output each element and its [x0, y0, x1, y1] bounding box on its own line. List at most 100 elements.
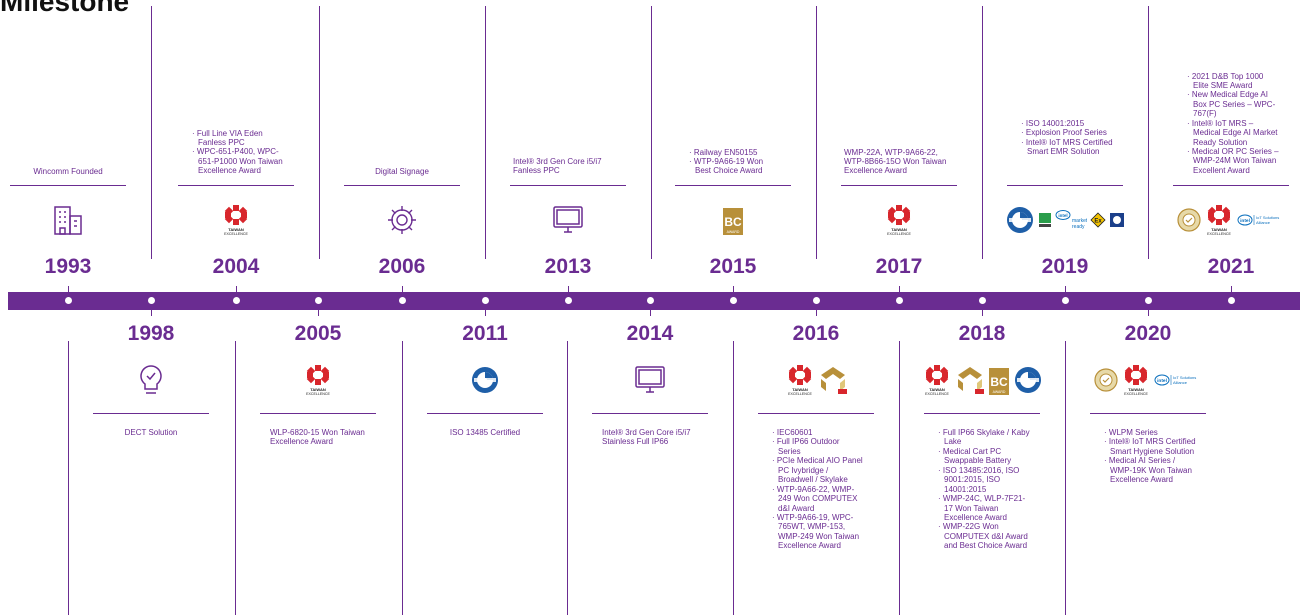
milestone-year: 2017 [875, 255, 923, 278]
milestone-list: Railway EN50155WTP-9A66-19 Won Best Choi… [689, 148, 781, 176]
timeline-connector [68, 341, 69, 615]
milestone-icons: TAIWAN EXCELLENCE [258, 360, 378, 400]
svg-text:EXCELLENCE: EXCELLENCE [306, 392, 330, 396]
milestone-year: 2020 [1124, 322, 1172, 345]
milestone-list-item: Medical OR PC Series – WMP-24M Won Taiwa… [1187, 147, 1279, 175]
milestone-divider [592, 413, 708, 414]
milestone-list-item: Full IP66 Skylake / Kaby Lake [938, 428, 1030, 447]
milestone-divider [344, 185, 460, 186]
timeline-connector [899, 341, 900, 615]
milestone-description: WLP-6820-15 Won Taiwan Excellence Award [270, 428, 366, 447]
milestone-text: DECT Solution [124, 428, 178, 437]
timeline-tick [402, 286, 403, 292]
timeline-tick [485, 310, 486, 316]
best-choice-award-icon: BC AWARD [988, 364, 1010, 396]
milestone-divider [93, 413, 209, 414]
milestone-description: Intel® 3rd Gen Core i5/i7 Stainless Full… [602, 428, 698, 447]
milestone-list-item: Explosion Proof Series [1021, 128, 1113, 137]
milestone-list-item: WLPM Series [1104, 428, 1196, 437]
milestone-description: WMP-22A, WTP-9A66-22, WTP-8B66-15O Won T… [844, 148, 954, 176]
milestone-divider [758, 413, 874, 414]
building-icon [51, 203, 85, 237]
milestone-year: 2005 [294, 322, 342, 345]
svg-text:EXCELLENCE: EXCELLENCE [1207, 232, 1231, 236]
svg-text:AWARD: AWARD [992, 390, 1005, 394]
ex-proof-icon: Ex [1090, 212, 1106, 228]
svg-text:EXCELLENCE: EXCELLENCE [224, 232, 248, 236]
milestone-year: 2015 [709, 255, 757, 278]
timeline-tick [816, 310, 817, 316]
svg-text:TAIWAN: TAIWAN [228, 227, 244, 232]
svg-text:AWARD: AWARD [727, 230, 740, 234]
timeline-connector [319, 6, 320, 259]
timeline-marker [564, 296, 573, 305]
svg-text:Alliance: Alliance [1256, 220, 1271, 225]
milestone-list: Full IP66 Skylake / Kaby LakeMedical Car… [938, 428, 1030, 551]
milestone-text: WMP-22A, WTP-9A66-22, WTP-8B66-15O Won T… [844, 147, 947, 176]
milestone-list-item: Intel® IoT MRS – Medical Edge AI Market … [1187, 119, 1279, 147]
svg-text:intel: intel [1240, 218, 1250, 224]
milestone-divider [675, 185, 791, 186]
svg-text:TAIWAN: TAIWAN [929, 387, 945, 392]
milestone-icons: TAIWAN EXCELLENCE [756, 360, 876, 400]
milestone-text: Wincomm Founded [33, 166, 103, 176]
svg-text:TAIWAN: TAIWAN [1211, 227, 1227, 232]
timeline-tick [318, 310, 319, 316]
milestone-year: 2011 [462, 322, 508, 345]
timeline-marker [147, 296, 156, 305]
milestone-divider [924, 413, 1040, 414]
timeline-connector [1148, 6, 1149, 259]
milestone-icons [590, 360, 710, 400]
milestone-text: Digital Signage [375, 166, 429, 176]
milestone-list-item: Medical Cart PC Swappable Battery [938, 447, 1030, 466]
page-title-text: Milestone [0, 0, 130, 17]
milestone-list-item: WTP-9A66-22, WMP-249 Won COMPUTEX d&I Aw… [772, 485, 864, 513]
intel-iot-alliance-icon: intel IoT Solutions Alliance [1237, 212, 1285, 228]
svg-text:TAIWAN: TAIWAN [891, 227, 907, 232]
timeline-connector [485, 6, 486, 259]
milestone-list: WLPM SeriesIntel® IoT MRS Certified Smar… [1104, 428, 1196, 485]
milestone-list-item: ISO 13485:2016, ISO 9001:2015, ISO 14001… [938, 466, 1030, 494]
timeline-tick [568, 286, 569, 292]
milestone-description: DECT Solution [91, 428, 211, 437]
milestone-year: 2006 [378, 255, 426, 278]
elite-award-icon [1094, 368, 1118, 392]
timeline-marker [314, 296, 323, 305]
timeline-marker [812, 296, 821, 305]
timeline-tick [1231, 286, 1232, 292]
milestone-year: 2019 [1041, 255, 1089, 278]
milestone-list-item: IEC60601 [772, 428, 864, 437]
milestone-text: Intel® 3rd Gen Core i5/i7 Fanless PPC [513, 157, 602, 176]
timeline-tick [68, 286, 69, 292]
timeline-marker [64, 296, 73, 305]
milestone-icons [342, 200, 462, 240]
page-title: Milestone [0, 0, 129, 18]
svg-text:EXCELLENCE: EXCELLENCE [1124, 392, 1148, 396]
milestone-divider [10, 185, 126, 186]
milestone-list-item: PCIe Medical AIO Panel PC Ivybridge / Br… [772, 456, 864, 484]
elite-award-icon [1177, 208, 1201, 232]
milestone-list-item: New Medical Edge AI Box PC Series – WPC-… [1187, 90, 1279, 118]
milestone-divider [841, 185, 957, 186]
milestone-list-item: WPC-651-P400, WPC-651-P1000 Won Taiwan E… [192, 147, 284, 175]
timeline-connector [402, 341, 403, 615]
milestone-icons: TAIWAN EXCELLENCE BC AWARD [922, 360, 1042, 400]
svg-text:EXCELLENCE: EXCELLENCE [887, 232, 911, 236]
milestone-icons [425, 360, 545, 400]
milestone-list-item: WTP-9A66-19 Won Best Choice Award [689, 157, 781, 176]
taiwan-excellence-icon: TAIWAN EXCELLENCE [884, 204, 914, 236]
timeline-tick [982, 310, 983, 316]
milestone-list-item: Full IP66 Outdoor Series [772, 437, 864, 456]
milestone-description: 2021 D&B Top 1000 Elite SME AwardNew Med… [1187, 72, 1279, 176]
milestone-list-item: Railway EN50155 [689, 148, 781, 157]
timeline-marker [398, 296, 407, 305]
milestone-list: Full Line VIA Eden Fanless PPCWPC-651-P4… [192, 129, 284, 176]
milestone-text: Intel® 3rd Gen Core i5/i7 Stainless Full… [602, 428, 691, 447]
monitor-icon [551, 203, 585, 237]
timeline-connector [567, 341, 568, 615]
svg-text:TAIWAN: TAIWAN [310, 387, 326, 392]
svg-text:TAIWAN: TAIWAN [792, 387, 808, 392]
taiwan-excellence-icon: TAIWAN EXCELLENCE [785, 364, 815, 396]
milestone-description: Full Line VIA Eden Fanless PPCWPC-651-P4… [192, 129, 284, 176]
timeline-tick [151, 310, 152, 316]
